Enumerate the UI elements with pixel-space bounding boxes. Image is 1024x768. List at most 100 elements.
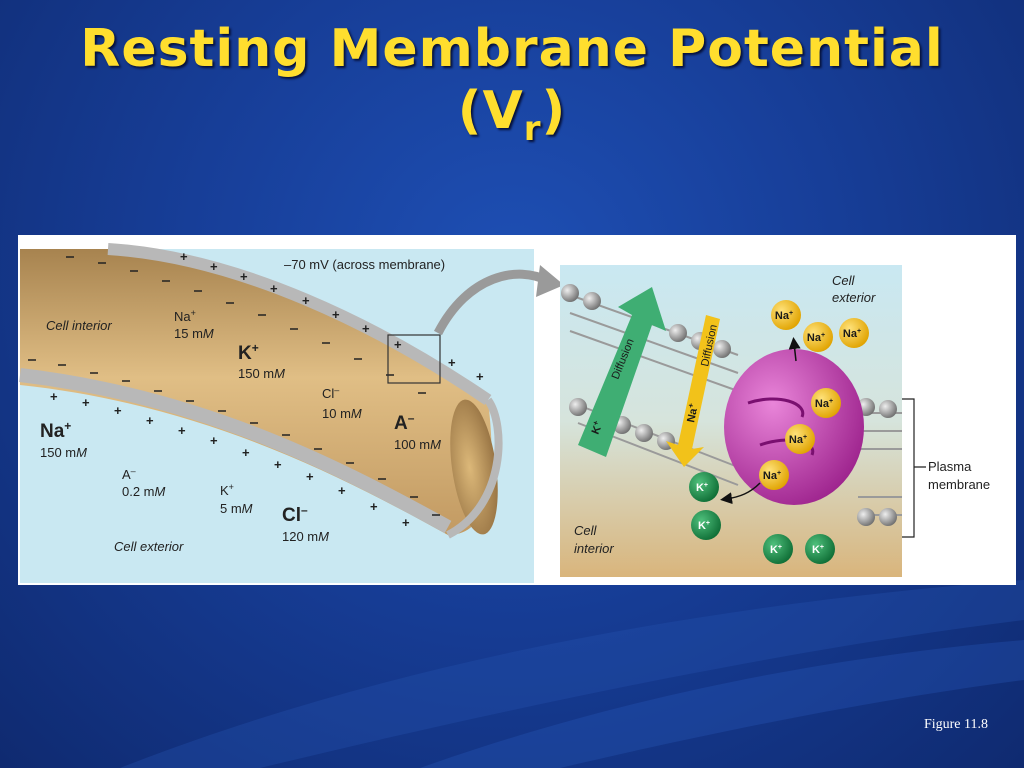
svg-text:Na+: Na+ (807, 332, 825, 344)
right-cell-interior-label-2: interior (574, 541, 614, 556)
na-ion-5: Na+ (785, 424, 815, 454)
interior-a: A– 100 mM (394, 411, 441, 452)
k-diffusion-ion: K+ (588, 419, 606, 436)
zoom-box (387, 334, 441, 384)
na-ions: Na+ Na+ Na+ Na+ Na+ Na+ (759, 300, 869, 490)
svg-text:150 mM: 150 mM (238, 366, 285, 381)
k-ions: K+ K+ K+ K+ (689, 472, 835, 564)
k-ion-3: K+ (763, 534, 793, 564)
interior-cl: Cl– 10 mM (322, 385, 362, 421)
title-line-2: (Vr) (457, 81, 567, 149)
plasma-membrane-label-1: Plasma (928, 459, 972, 474)
svg-text:+: + (114, 403, 122, 418)
svg-text:+: + (146, 413, 154, 428)
svg-text:+: + (448, 355, 456, 370)
zoom-arrow-head (536, 265, 564, 297)
svg-text:+: + (180, 249, 188, 264)
k-diffusion-arrow (578, 287, 666, 457)
plasma-membrane-bracket (902, 398, 926, 538)
exterior-charges: + + + + + + + + + + + + + + + + + + + + + + (50, 249, 484, 530)
svg-text:Na+: Na+ (789, 434, 807, 446)
plasma-membrane-label-2: membrane (928, 477, 990, 492)
lipid-bilayer (561, 284, 902, 526)
svg-text:K+: K+ (220, 482, 234, 498)
svg-text:+: + (242, 445, 250, 460)
left-cell-exterior-label: Cell exterior (114, 539, 184, 554)
slide-title: Resting Membrane Potential (Vr) (0, 18, 1024, 149)
svg-text:+: + (210, 433, 218, 448)
k-entry-arrow (720, 482, 761, 505)
cell-interior-region (20, 249, 492, 535)
svg-text:+: + (338, 483, 346, 498)
k-ion-1: K+ (689, 472, 719, 502)
svg-text:K+: K+ (812, 544, 824, 556)
membrane-bottom (19, 368, 452, 534)
svg-text:Na+: Na+ (40, 419, 71, 442)
na-ion-4: Na+ (811, 388, 841, 418)
svg-text:120 mM: 120 mM (282, 529, 329, 544)
exterior-a: A– 0.2 mM (122, 466, 166, 499)
na-ion-1: Na+ (771, 300, 801, 330)
figure-panel: + + + + + + + + + + + + + + + + + + + + + + –70 mV (acr… (18, 235, 1016, 585)
svg-text:+: + (362, 321, 370, 336)
svg-text:K+: K+ (696, 482, 708, 494)
interior-charges (28, 256, 440, 516)
svg-text:+: + (306, 469, 314, 484)
membrane-top (107, 243, 492, 405)
svg-text:+: + (274, 457, 282, 472)
left-cell-interior-label: Cell interior (46, 318, 112, 333)
exterior-na: Na+ 150 mM (40, 419, 87, 460)
svg-text:Cl–: Cl– (282, 503, 308, 526)
right-cell-exterior-label-1: Cell (832, 273, 856, 288)
voltage-label: –70 mV (across membrane) (284, 257, 445, 272)
svg-text:+: + (240, 269, 248, 284)
svg-text:+: + (50, 389, 58, 404)
right-cell-interior-label-1: Cell (574, 523, 598, 538)
figure-caption: Figure 11.8 (923, 717, 988, 732)
left-panel: + + + + + + + + + + + + + + + + + + + + + + –70 mV (acr… (19, 243, 564, 583)
background-swoosh (120, 580, 1024, 768)
exterior-cl: Cl– 120 mM (282, 503, 329, 544)
exterior-k: K+ 5 mM (220, 482, 253, 516)
right-panel: Diffusion K+ Diffusion Na+ Na+ Na+ Na+ N… (560, 265, 990, 577)
k-ion-2: K+ (691, 510, 721, 540)
svg-text:+: + (270, 281, 278, 296)
svg-text:15 mM: 15 mM (174, 326, 214, 341)
svg-text:100 mM: 100 mM (394, 437, 441, 452)
svg-text:+: + (476, 369, 484, 384)
svg-text:K+: K+ (238, 341, 259, 364)
na-ion-6: Na+ (759, 460, 789, 490)
na-diffusion-arrow (666, 315, 720, 467)
svg-text:+: + (332, 307, 340, 322)
k-ion-4: K+ (805, 534, 835, 564)
na-ion-2: Na+ (803, 322, 833, 352)
interior-k: K+ 150 mM (238, 341, 285, 381)
svg-text:Na+: Na+ (174, 308, 196, 324)
svg-text:+: + (394, 337, 402, 352)
svg-text:+: + (302, 293, 310, 308)
na-ion-3: Na+ (839, 318, 869, 348)
svg-text:150 mM: 150 mM (40, 445, 87, 460)
svg-text:0.2 mM: 0.2 mM (122, 484, 166, 499)
svg-text:+: + (370, 499, 378, 514)
na-diffusion-ion: Na+ (683, 402, 701, 424)
svg-text:Cl–: Cl– (322, 385, 339, 401)
membrane-figure: + + + + + + + + + + + + + + + + + + + + + + –70 mV (acr… (19, 243, 990, 583)
na-exit-arrow (788, 337, 801, 362)
svg-text:+: + (82, 395, 90, 410)
svg-text:A–: A– (394, 411, 415, 434)
svg-text:Na+: Na+ (775, 310, 793, 322)
svg-text:K+: K+ (698, 520, 710, 532)
svg-text:Na+: Na+ (843, 328, 861, 340)
zoom-arrow-shaft (434, 269, 551, 336)
interior-na: Na+ 15 mM (174, 308, 214, 341)
svg-text:+: + (402, 515, 410, 530)
svg-text:+: + (210, 259, 218, 274)
svg-text:10 mM: 10 mM (322, 406, 362, 421)
svg-text:Na+: Na+ (815, 398, 833, 410)
pump-channel-1 (747, 397, 805, 418)
title-line-1: Resting Membrane Potential (80, 19, 944, 79)
svg-text:Na+: Na+ (763, 470, 781, 482)
svg-text:+: + (178, 423, 186, 438)
svg-text:A–: A– (122, 466, 136, 482)
